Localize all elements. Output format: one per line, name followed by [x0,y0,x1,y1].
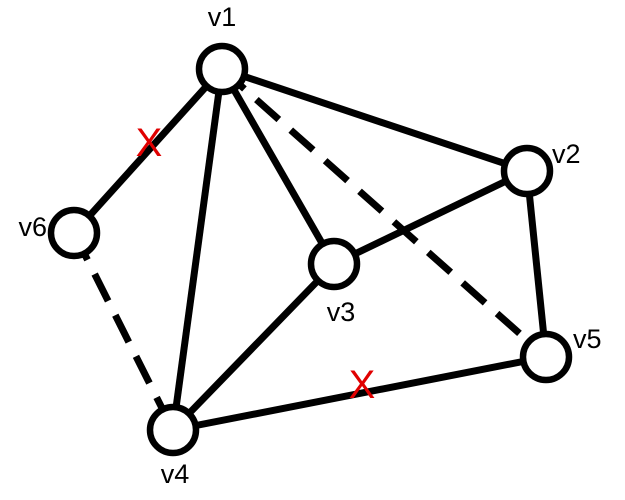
cut-mark-v1-v6: X [136,121,163,165]
node-label-v4: v4 [161,459,190,489]
edge-v1-v6 [71,66,225,236]
node-v1 [195,42,249,96]
node-label-v1: v1 [208,2,237,32]
node-v2 [500,144,554,198]
node-v3 [307,237,361,291]
node-label-v3: v3 [327,297,356,327]
node-label-v6: v6 [18,212,47,242]
node-v4 [146,403,200,457]
edge-v6-v4 [70,231,177,432]
edge-v1-v2 [220,65,529,175]
edge-v1-v3 [218,67,338,266]
node-v6 [47,206,101,260]
node-label-v5: v5 [573,324,602,354]
edge-v2-v5 [523,170,550,358]
edge-v3-v2 [332,167,529,268]
cut-marks-layer: XX [136,121,376,407]
node-v5 [519,330,573,384]
edge-v3-v4 [170,261,337,433]
edges-layer [70,65,550,434]
edge-v1-v4 [169,68,226,431]
nodes-layer: v1 v2 v3 v4 v5 v6 [18,2,601,489]
edge-v4-v5 [172,353,547,434]
edge-v1-v5 [219,66,549,360]
node-label-v2: v2 [552,139,581,169]
cut-mark-v4-v5: X [349,363,376,407]
